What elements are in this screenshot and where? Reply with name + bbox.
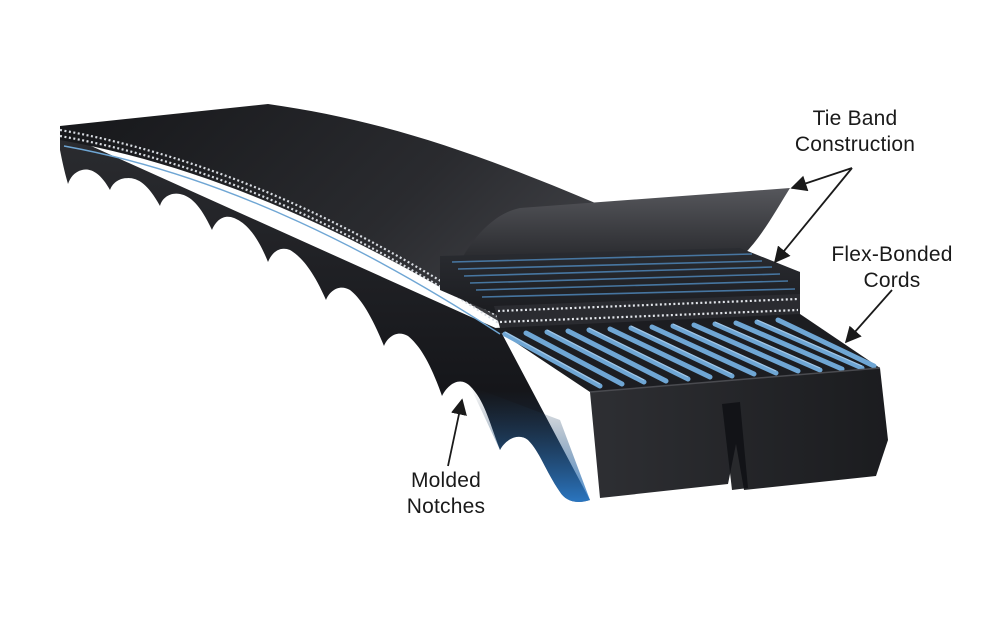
flex-cords-arrow <box>844 289 893 344</box>
tie-band-arrow-2 <box>773 167 853 264</box>
flex-bonded-label-line2: Cords <box>863 269 921 292</box>
flex-bonded-cords <box>502 317 877 389</box>
side-cord-line <box>63 145 501 335</box>
molded-notches-label-line1: Molded <box>410 469 482 492</box>
tie-band-label-line2: Construction <box>794 133 916 156</box>
cord-highlights <box>504 319 863 385</box>
tie-band-label: Tie Band Construction <box>770 106 940 158</box>
molded-notches-label-line2: Notches <box>406 495 486 518</box>
end-face-notch <box>722 402 748 490</box>
tie-band-end-dots-1 <box>497 297 799 313</box>
tie-band-label-line1: Tie Band <box>812 107 898 130</box>
end-face-edge <box>589 367 881 393</box>
molded-notches-label: Molded Notches <box>378 468 514 520</box>
tie-band-end-dots-2 <box>499 308 799 324</box>
belt-blue-glow <box>470 386 590 503</box>
flex-bonded-label-line1: Flex-Bonded <box>831 243 953 266</box>
belt-notched-sidewall <box>60 132 590 503</box>
callout-arrows <box>447 167 893 467</box>
ribbed-top-lines <box>451 253 796 298</box>
tie-band-arrow-1 <box>790 167 853 192</box>
notches-arrow <box>447 398 467 467</box>
tie-band-flap <box>462 188 790 258</box>
flex-bonded-cords-label: Flex-Bonded Cords <box>808 242 976 294</box>
